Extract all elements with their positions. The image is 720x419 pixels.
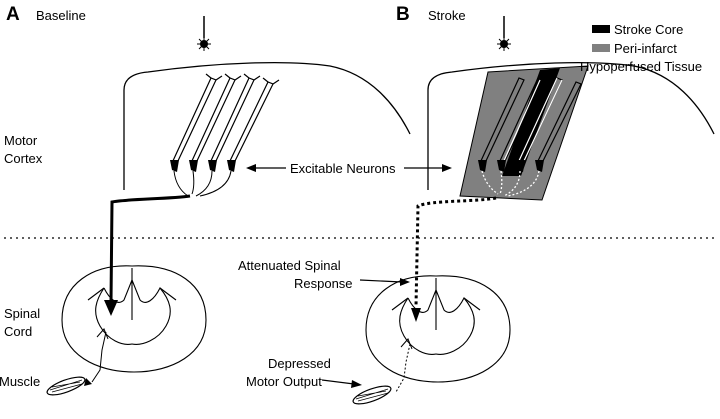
neuron-cell-bodies bbox=[478, 160, 544, 172]
spinal-cord-label-2: Cord bbox=[4, 324, 32, 339]
attenuated-label-2: Response bbox=[294, 276, 353, 291]
spinal-cord-section bbox=[61, 265, 207, 373]
muscle-label: Muscle bbox=[0, 374, 40, 389]
excitable-neurons-label: Excitable Neurons bbox=[290, 161, 396, 176]
motor-output-path bbox=[91, 331, 107, 383]
legend-label-hypoperfused: Hypoperfused Tissue bbox=[580, 59, 702, 74]
panel-a-title: Baseline bbox=[36, 8, 86, 23]
motor-neuron-icon bbox=[400, 338, 413, 350]
excitable-neurons-arrows bbox=[246, 164, 452, 172]
muscle-icon bbox=[352, 385, 392, 405]
legend-swatch-peri-infarct bbox=[592, 44, 610, 52]
pyramidal-neurons bbox=[171, 73, 280, 164]
motor-cortex-outline bbox=[123, 61, 411, 190]
motor-cortex-outline bbox=[427, 61, 715, 190]
stimulation-icon bbox=[497, 16, 511, 51]
corticospinal-tract bbox=[109, 194, 191, 303]
legend-swatch-stroke-core bbox=[592, 25, 610, 33]
output-arrowhead bbox=[84, 378, 92, 386]
stimulation-icon bbox=[197, 16, 211, 51]
attenuated-corticospinal-tract bbox=[414, 196, 497, 307]
tract-arrowhead bbox=[411, 308, 421, 322]
panel-b-letter: B bbox=[396, 4, 410, 25]
spinal-cord-section bbox=[365, 275, 511, 383]
spinal-cord-label-1: Spinal bbox=[4, 306, 40, 321]
tract-arrowhead bbox=[104, 300, 118, 316]
converging-axons-dotted bbox=[481, 170, 540, 197]
attenuated-label-1: Attenuated Spinal bbox=[238, 258, 341, 273]
motor-neuron-icon bbox=[96, 328, 109, 340]
depressed-motor-output-path bbox=[395, 343, 411, 393]
panel-a-letter: A bbox=[6, 4, 20, 25]
legend-label-stroke-core: Stroke Core bbox=[614, 22, 683, 37]
depressed-label-1: Depressed bbox=[268, 356, 331, 371]
depressed-label-2: Motor Output bbox=[246, 374, 322, 389]
depressed-arrow bbox=[321, 379, 362, 388]
legend: Stroke Core Peri-infarct Hypoperfused Ti… bbox=[580, 22, 702, 74]
motor-cortex-label-2: Cortex bbox=[4, 151, 43, 166]
converging-axons bbox=[173, 170, 232, 197]
attenuated-arrow bbox=[359, 278, 410, 286]
core-neuron-outline bbox=[502, 77, 563, 164]
muscle-icon bbox=[46, 376, 86, 396]
motor-cortex-label-1: Motor bbox=[4, 133, 38, 148]
stroke-core-region bbox=[502, 68, 560, 176]
neuron-cell-bodies bbox=[170, 160, 236, 172]
panel-b-title: Stroke bbox=[428, 8, 466, 23]
legend-label-peri-infarct: Peri-infarct bbox=[614, 41, 677, 56]
